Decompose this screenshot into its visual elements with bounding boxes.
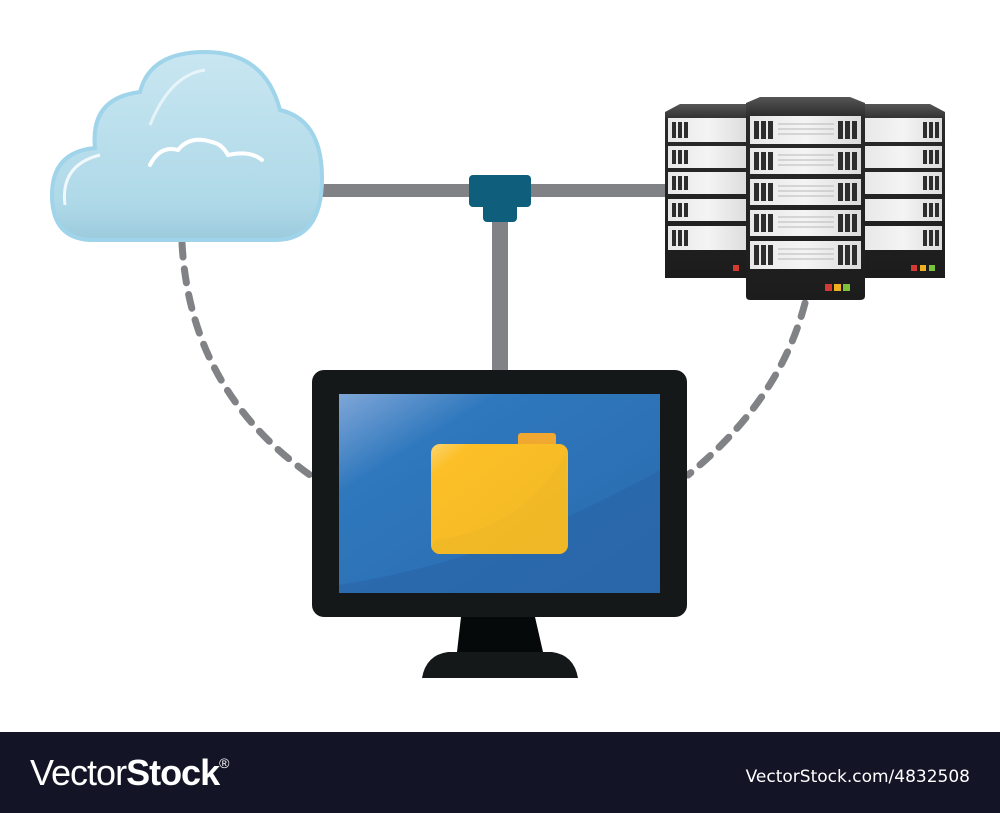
t-junction-icon bbox=[469, 175, 531, 222]
image-url: VectorStock.com/4832508 bbox=[745, 767, 970, 787]
cloud-icon bbox=[49, 49, 325, 242]
watermark-bar: VectorStock® VectorStock.com/4832508 bbox=[0, 732, 1000, 813]
server-rack-icon bbox=[665, 97, 945, 300]
folder-icon bbox=[431, 433, 568, 554]
server-center bbox=[746, 97, 865, 300]
network-diagram bbox=[49, 49, 945, 678]
brand-light: Vector bbox=[30, 752, 127, 793]
monitor-icon bbox=[312, 370, 687, 678]
dashed-link-server-monitor bbox=[684, 299, 809, 479]
server-left bbox=[665, 104, 752, 278]
registered-mark: ® bbox=[219, 755, 229, 771]
server-right bbox=[858, 104, 945, 278]
brand-bold: Stock bbox=[126, 752, 220, 793]
vectorstock-logo: VectorStock® bbox=[30, 752, 229, 794]
dashed-link-cloud-monitor bbox=[178, 239, 314, 479]
